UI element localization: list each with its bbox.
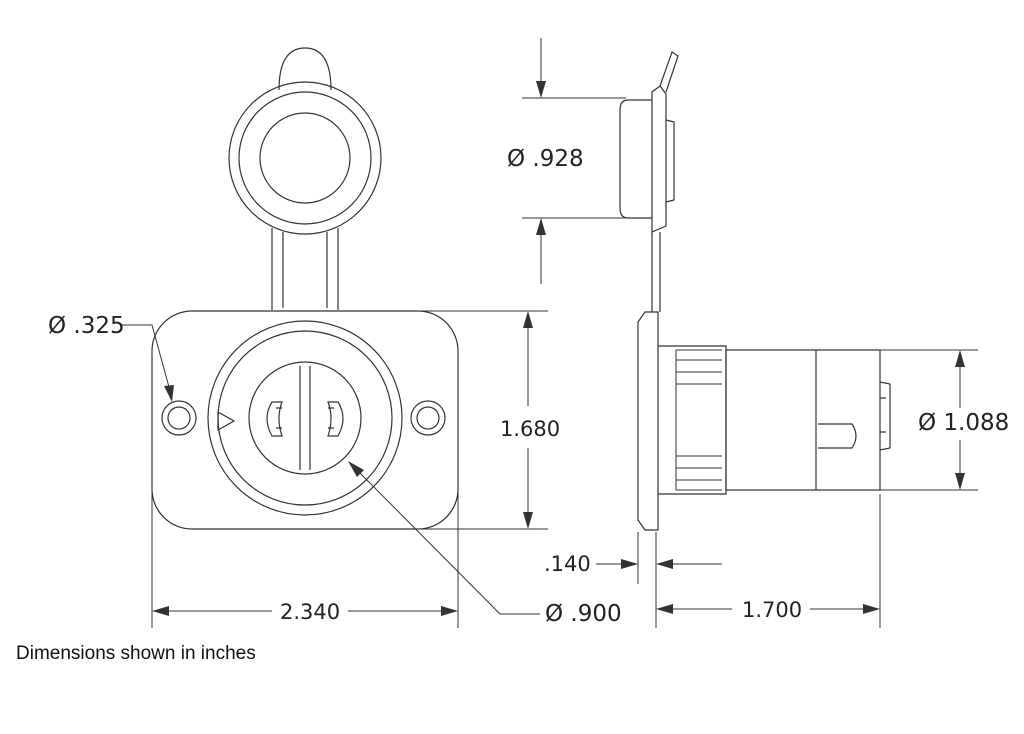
side-pin	[818, 423, 857, 449]
label-cap-diameter: Ø .928	[507, 146, 584, 172]
label-body-length: 1.700	[742, 598, 802, 622]
side-cap-tab	[659, 51, 679, 93]
label-socket-diameter: Ø .900	[545, 601, 622, 627]
label-flange-thickness: .140	[544, 552, 591, 576]
cap-inner-ring	[259, 112, 351, 204]
cap-tab	[278, 47, 332, 91]
cap-strap	[271, 228, 339, 310]
mount-hole-left	[161, 400, 197, 436]
side-cap-lip	[651, 85, 667, 233]
label-flange-height: 1.680	[500, 417, 560, 441]
socket-outer-ring	[207, 320, 403, 516]
front-view	[151, 47, 459, 530]
side-view	[619, 51, 891, 531]
contact-right	[327, 401, 344, 437]
label-hole-diameter: Ø .325	[48, 313, 125, 339]
label-flange-width: 2.340	[280, 600, 340, 624]
label-body-diameter: Ø 1.088	[918, 410, 1009, 436]
side-dimensions	[522, 38, 978, 628]
side-ribs	[675, 349, 722, 491]
socket-inner-ring	[248, 361, 362, 475]
socket-divider	[299, 366, 311, 470]
side-terminal	[879, 381, 891, 451]
flange-plate	[151, 310, 459, 530]
side-main-body	[725, 349, 881, 491]
dimension-labels: Ø .325 1.680 2.340 Ø .900 Ø .928 Ø 1.088…	[48, 146, 1009, 627]
side-cap-body	[619, 99, 652, 219]
side-flange	[637, 311, 659, 531]
cap-middle-ring	[238, 91, 372, 225]
side-cap-knob	[665, 119, 675, 203]
side-strap	[651, 232, 661, 312]
front-dimensions	[120, 310, 548, 628]
mount-hole-left-inner	[167, 406, 191, 430]
mount-hole-right-inner	[416, 406, 440, 430]
side-ribbed-body	[658, 345, 727, 495]
units-note: Dimensions shown in inches	[16, 643, 256, 664]
contact-left	[266, 401, 283, 437]
polarity-arrow-icon	[217, 410, 236, 432]
mount-hole-right	[410, 400, 446, 436]
cap-outer-ring	[228, 81, 382, 235]
